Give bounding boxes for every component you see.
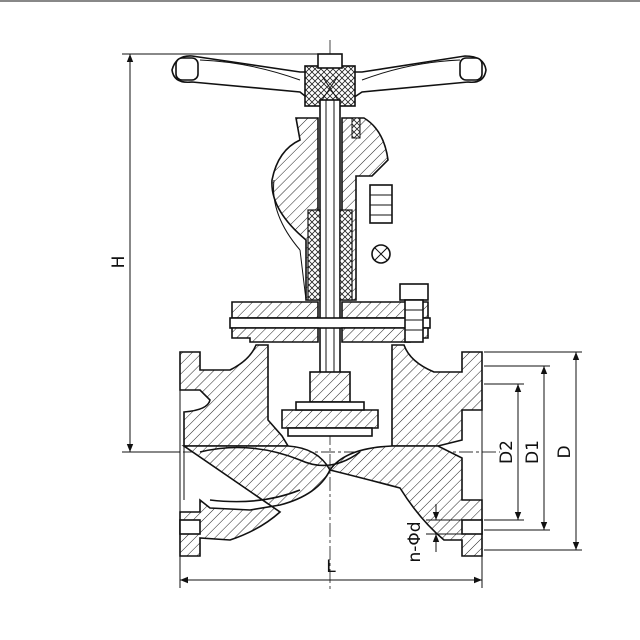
dim-label-d2: D2 xyxy=(497,440,517,464)
valve-body xyxy=(179,344,483,557)
dim-label-d1: D1 xyxy=(523,440,543,464)
dim-label-d: D xyxy=(555,445,575,458)
dim-label-l: L xyxy=(326,557,336,577)
yoke xyxy=(271,117,393,301)
dimension-d2 xyxy=(484,383,524,521)
dimension-bolt-holes xyxy=(426,504,466,552)
handwheel xyxy=(171,53,487,107)
stem-packing xyxy=(307,209,353,301)
valve-stem xyxy=(319,99,341,401)
dimension-d xyxy=(484,351,582,551)
dimension-h xyxy=(122,53,322,453)
dimension-d1 xyxy=(484,365,550,531)
dim-label-h: H xyxy=(109,256,129,269)
valve-disc xyxy=(281,371,379,437)
bonnet-flange xyxy=(229,283,431,343)
dimension-l xyxy=(179,556,483,588)
dim-label-bolt-holes: n-Φd xyxy=(405,521,425,562)
